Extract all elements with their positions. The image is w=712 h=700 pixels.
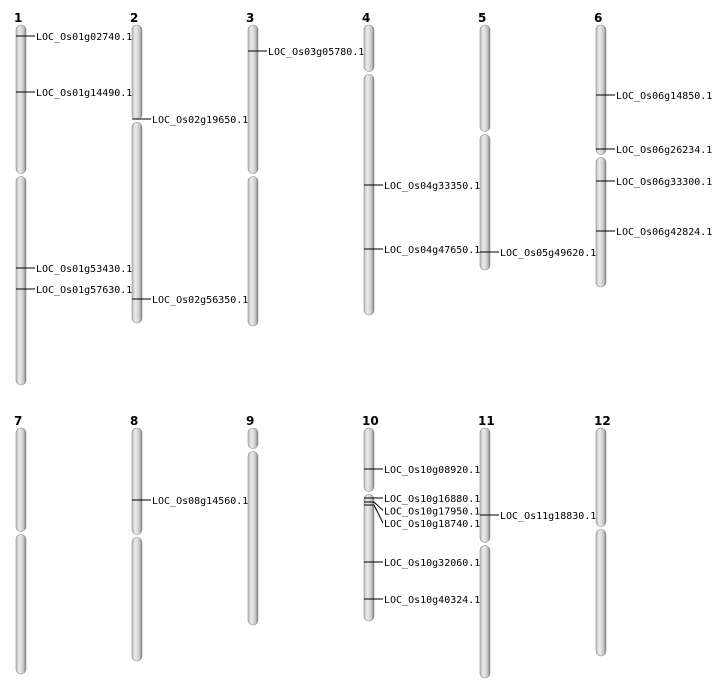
chromosome-arm-long — [363, 74, 375, 316]
gene-label: LOC_Os01g57630.1 — [36, 285, 132, 296]
chromosome-number: 10 — [362, 414, 379, 428]
chromosome-arm-long — [479, 545, 491, 679]
gene-label: LOC_Os10g17950.1 — [384, 507, 480, 518]
gene-label: LOC_Os08g14560.1 — [152, 496, 248, 507]
chromosome-arm-long — [595, 529, 607, 657]
gene-leader — [373, 504, 384, 524]
chromosome-1: 1LOC_Os01g02740.1LOC_Os01g14490.1LOC_Os0… — [14, 11, 132, 386]
chromosome-number: 8 — [130, 414, 138, 428]
chromosome-arm-long — [595, 157, 607, 288]
chromosome-12: 12 — [594, 414, 611, 657]
gene-label: LOC_Os06g42824.1 — [616, 227, 712, 238]
chromosome-arm-short — [479, 427, 491, 543]
chromosome-number: 6 — [594, 11, 602, 25]
chromosome-arm-long — [15, 534, 27, 675]
gene-label: LOC_Os11g18830.1 — [500, 511, 596, 522]
chromosome-arm-long — [247, 176, 259, 327]
gene-label: LOC_Os10g16880.1 — [384, 494, 480, 505]
chromosome-number: 3 — [246, 11, 254, 25]
chromosome-arm-long — [363, 494, 375, 622]
chromosome-arm-short — [595, 427, 607, 527]
chromosome-arm-long — [131, 122, 143, 324]
gene-label: LOC_Os10g18740.1 — [384, 519, 480, 530]
gene-label: LOC_Os06g33300.1 — [616, 177, 712, 188]
gene-label: LOC_Os05g49620.1 — [500, 248, 596, 259]
chromosome-number: 1 — [14, 11, 22, 25]
chromosome-arm-long — [479, 134, 491, 271]
chromosome-number: 12 — [594, 414, 611, 428]
gene-label: LOC_Os10g08920.1 — [384, 465, 480, 476]
gene-leader — [373, 501, 384, 511]
chromosome-number: 9 — [246, 414, 254, 428]
chromosome-9: 9 — [246, 414, 259, 626]
gene-label: LOC_Os01g53430.1 — [36, 264, 132, 275]
chromosome-7: 7 — [14, 414, 27, 675]
chromosome-number: 4 — [362, 11, 370, 25]
chromosome-arm-short — [131, 24, 143, 120]
gene-label: LOC_Os04g47650.1 — [384, 245, 480, 256]
gene-label: LOC_Os04g33350.1 — [384, 181, 480, 192]
chromosome-arm-long — [131, 537, 143, 662]
chromosome-arm-short — [247, 24, 259, 174]
chromosome-arm-short — [479, 24, 491, 132]
chromosome-arm-short — [131, 427, 143, 535]
gene-label: LOC_Os06g26234.1 — [616, 145, 712, 156]
chromosome-arm-short — [363, 24, 375, 72]
chromosome-arm-short — [363, 427, 375, 492]
gene-label: LOC_Os02g19650.1 — [152, 115, 248, 126]
chromosome-arm-long — [15, 176, 27, 386]
gene-label: LOC_Os02g56350.1 — [152, 295, 248, 306]
chromosome-arm-short — [15, 24, 27, 174]
chromosome-10: 10LOC_Os10g08920.1LOC_Os10g16880.1LOC_Os… — [362, 414, 480, 622]
gene-label: LOC_Os06g14850.1 — [616, 91, 712, 102]
gene-label: LOC_Os03g05780.1 — [268, 47, 364, 58]
gene-label: LOC_Os10g32060.1 — [384, 558, 480, 569]
chromosome-arm-long — [247, 451, 259, 626]
chromosome-number: 11 — [478, 414, 495, 428]
chromosome-arm-short — [15, 427, 27, 532]
gene-label: LOC_Os01g14490.1 — [36, 88, 132, 99]
chromosome-layer: 1LOC_Os01g02740.1LOC_Os01g14490.1LOC_Os0… — [14, 11, 712, 679]
chromosome-number: 2 — [130, 11, 138, 25]
chromosome-arm-short — [247, 427, 259, 449]
chromosome-arm-short — [595, 24, 607, 155]
chromosome-6: 6LOC_Os06g14850.1LOC_Os06g26234.1LOC_Os0… — [594, 11, 712, 288]
gene-label: LOC_Os10g40324.1 — [384, 595, 480, 606]
chromosome-number: 5 — [478, 11, 486, 25]
gene-label: LOC_Os01g02740.1 — [36, 32, 132, 43]
chromosome-number: 7 — [14, 414, 22, 428]
